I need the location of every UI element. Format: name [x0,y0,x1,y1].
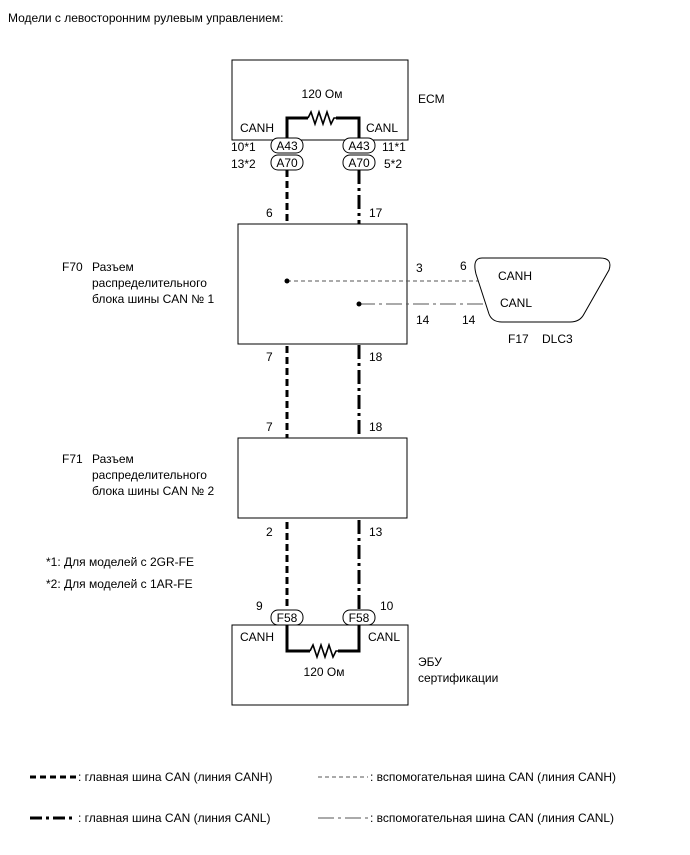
ecu-canl-label: CANL [368,630,400,644]
ecm-resistor-symbol [307,109,336,127]
canl-junction-dot [356,301,362,307]
ecu-resistor-label: 120 Ом [304,665,345,679]
f71-name-line-1: Разъем [92,452,134,466]
ecu-block [231,624,409,706]
ecm-resistor-label: 120 Ом [302,87,343,101]
ecm-pin-left-1: 10*1 [231,140,256,154]
f71-pin-top-left: 7 [266,420,273,434]
f70-pin-bottom-left: 7 [266,350,273,364]
dlc3-canh-label: CANH [498,269,532,283]
f71-name-line-2: распределительного [92,468,207,482]
ecm-pin-left-2: 13*2 [231,157,256,171]
f71-block [237,437,408,519]
ecu-connector-f58-left-label: F58 [277,611,298,625]
dlc3-pin-l: 14 [462,313,476,327]
ecm-connector-a43-left-label: A43 [276,139,298,153]
f70-pin-top-left: 6 [266,206,273,220]
ecm-resistor-lead-right [336,116,361,138]
ecu-connector-f58-right-label: F58 [349,611,370,625]
dlc3-canl-label: CANL [500,296,532,310]
ecm-connector-a70-right-label: A70 [348,156,370,170]
legend-main-canl-text: : главная шина CAN (линия CANL) [78,811,270,825]
dlc3-name: DLC3 [542,332,573,346]
f70-block [237,223,408,345]
ecm-canl-label: CANL [366,121,398,135]
dlc3-connector [474,257,611,323]
f70-name-line-1: Разъем [92,260,134,274]
legend-sub-canl-text: : вспомогательная шина CAN (линия CANL) [370,811,614,825]
ecm-block [231,59,409,141]
ecm-canh-label: CANH [240,121,274,135]
note-2gr-fe: *1: Для моделей с 2GR-FE [46,555,194,569]
f71-code: F71 [62,452,83,466]
ecu-canh-label: CANH [240,630,274,644]
f70-pin-side-h: 3 [416,261,423,275]
dlc3-pin-h: 6 [460,259,467,273]
f70-pin-side-l: 14 [416,313,430,327]
ecm-resistor-lead-left [285,116,308,138]
f71-pin-bottom-left: 2 [266,525,273,539]
f71-pin-top-right: 18 [369,420,383,434]
f71-pin-bottom-right: 13 [369,525,383,539]
f70-name-line-3: блока шины CAN № 1 [92,292,214,306]
legend-main-canh-text: : главная шина CAN (линия CANH) [78,770,272,784]
f71-name-line-3: блока шины CAN № 2 [92,484,214,498]
ecm-connector-a43-right [342,137,376,154]
page-title: Модели с левосторонним рулевым управлени… [8,11,283,25]
dlc3-code: F17 [508,332,529,346]
canh-junction-dot [284,278,290,284]
ecu-label-line-2: сертификации [418,671,498,685]
f70-pin-bottom-right: 18 [369,350,383,364]
ecu-pin-left: 9 [256,599,263,613]
ecu-label-line-1: ЭБУ [418,655,442,669]
ecu-resistor-lead-right [338,625,361,653]
ecm-connector-a70-left-label: A70 [276,156,298,170]
ecm-pin-right-1: 11*1 [382,140,406,154]
note-1ar-fe: *2: Для моделей с 1AR-FE [46,577,193,591]
ecm-label: ECM [418,92,445,106]
ecu-resistor-symbol [309,642,338,660]
ecm-connector-a43-left [270,137,304,154]
f70-code: F70 [62,260,83,274]
ecu-pin-right: 10 [380,599,394,613]
ecu-resistor-lead-left [285,625,310,653]
f70-pin-top-right: 17 [369,206,383,220]
ecm-connector-a43-right-label: A43 [348,139,370,153]
ecm-pin-right-2: 5*2 [384,157,402,171]
f70-name-line-2: распределительного [92,276,207,290]
legend-sub-canh-text: : вспомогательная шина CAN (линия CANH) [370,770,616,784]
